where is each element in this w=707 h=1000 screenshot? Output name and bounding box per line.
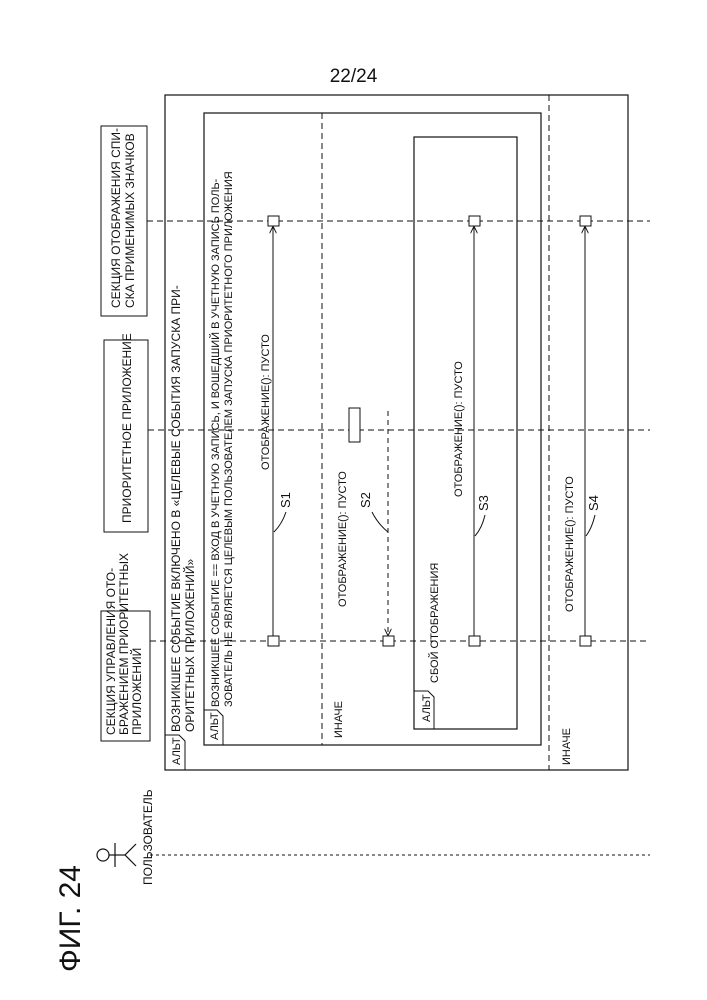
activation-bar [383,636,394,646]
inner-alt-tag-text: АЛЬТ [209,712,221,740]
outer-alt-tag-text: АЛЬТ [171,737,183,765]
message-s1-label: ОТОБРАЖЕНИЕ(): ПУСТО [260,334,272,470]
outer-else-label: ИНАЧЕ [561,728,573,765]
step-s4-callout [586,515,595,536]
message-s2-label: ОТОБРАЖЕНИЕ(): ПУСТО [337,471,349,607]
activation-bar [469,636,480,646]
step-s4-label: S4 [586,495,601,511]
app-display-control-label: СЕКЦИЯ УПРАВЛЕНИЯ ОТО- БРАЖЕНИЕМ ПРИОРИТ… [104,550,144,735]
user-actor-icon [97,843,136,867]
inner-alt-frame [204,113,541,745]
priority-app-label: ПРИОРИТЕТНОЕ ПРИЛОЖЕНИЕ [120,333,134,523]
message-s4-label: ОТОБРАЖЕНИЕ(): ПУСТО [564,476,576,612]
inner-alt-guard: ВОЗНИКШЕЕ СОБЫТИЕ == ВХОД В УЧЕТНУЮ ЗАПИ… [209,171,235,707]
nested-alt-guard: СБОЙ ОТОБРАЖЕНИЯ [428,563,441,683]
outer-alt-guard: ВОЗНИКШЕЕ СОБЫТИЕ ВКЛЮЧЕНО В «ЦЕЛЕВЫЕ СО… [169,282,197,732]
message-s3-label: ОТОБРАЖЕНИЕ(): ПУСТО [453,361,465,497]
step-s2-callout [372,512,388,532]
step-s1-callout [274,512,286,532]
step-s2-label: S2 [358,492,373,508]
activation-bar [268,216,279,226]
nested-alt-tag-text: АЛЬТ [421,694,433,722]
step-s3-callout [475,515,485,536]
activation-bar [268,636,279,646]
user-actor-label: ПОЛЬЗОВАТЕЛЬ [141,789,155,885]
activation-bar [349,408,360,442]
step-s1-label: S1 [278,492,293,508]
inner-else-label: ИНАЧЕ [333,701,345,738]
activation-bar [580,216,591,226]
activation-bar [469,216,480,226]
step-s3-label: S3 [476,495,491,511]
activation-bar [580,636,591,646]
icon-list-display-label: СЕКЦИЯ ОТОБРАЖЕНИЯ СПИ- СКА ПРИМЕНИМЫХ З… [109,125,137,308]
